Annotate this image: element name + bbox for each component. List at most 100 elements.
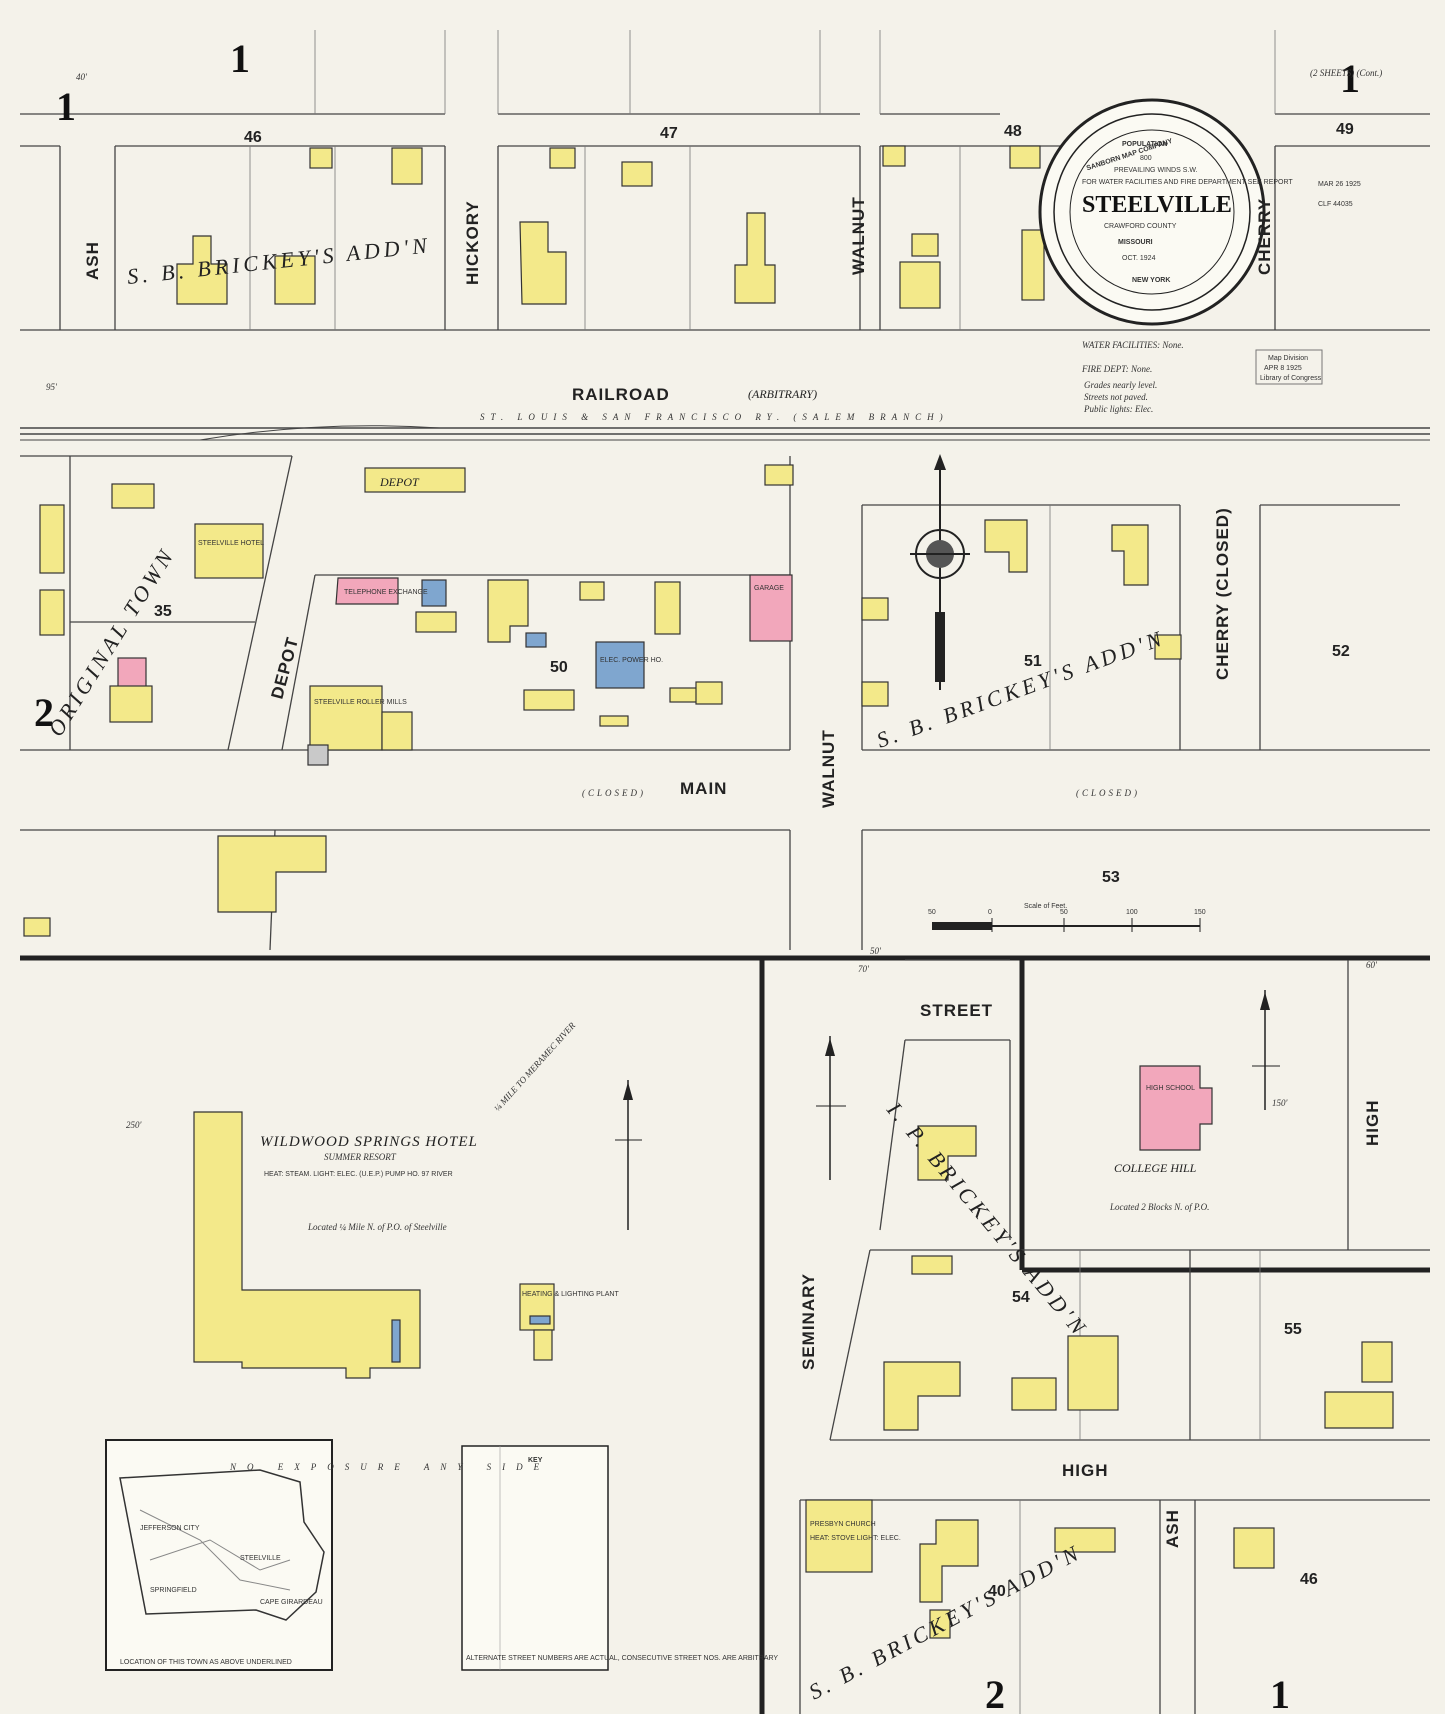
auto-garage [1154, 634, 1182, 660]
dimension-labels: 40' 50' 60' 70' 95' 250' 150' [46, 72, 1378, 1130]
sheet-ref-left: 2 [34, 690, 54, 735]
block-48: 48 [1004, 123, 1022, 140]
key-text: KEY ALTERNATE STREET NUMBERS ARE ACTUAL,… [466, 1457, 778, 1662]
cartouche-population: 800 [1140, 155, 1152, 162]
sheet-number-top-right: 1 [1340, 56, 1360, 101]
addition-lower: I. P. BRICKEY'S ADD'N [882, 1096, 1094, 1342]
street-walnut-mid: WALNUT [819, 729, 838, 808]
north-arrow-seminary [816, 1036, 846, 1180]
dim-50: 50' [870, 946, 882, 956]
street-cherry-closed: CHERRY (CLOSED) [1213, 507, 1232, 680]
dwelling [621, 161, 653, 187]
high-school [1139, 1065, 1213, 1151]
inset-city-cape: CAPE GIRARDEAU [260, 1599, 323, 1606]
label-presbyn-church: PRESBYN CHURCH [810, 1521, 876, 1528]
note-streets: Streets not paved. [1084, 392, 1148, 402]
railway-name: ST. LOUIS & SAN FRANCISCO RY. (SALEM BRA… [480, 412, 949, 422]
label-elec-power-house: ELEC. POWER HO. [600, 657, 663, 664]
outbuilding [911, 233, 939, 257]
brick-building [117, 657, 147, 689]
label-roller-mills: STEELVILLE ROLLER MILLS [314, 699, 407, 706]
gas-engine-house [654, 581, 681, 635]
label-depot: DEPOT [379, 475, 420, 489]
stone-section [529, 1315, 551, 1325]
scale-text: Scale of Feet. 50 0 50 100 150 [928, 903, 1206, 916]
middle-lot-lines [20, 455, 1430, 951]
note-water: WATER FACILITIES: None. [1082, 340, 1184, 350]
dim-250: 250' [126, 1120, 143, 1130]
outbuilding [929, 1609, 951, 1639]
label-wildwood-springs-hotel: WILDWOOD SPRINGS HOTEL [260, 1134, 478, 1150]
cartouche-date: OCT. 1924 [1122, 255, 1156, 262]
compass-rose [910, 454, 970, 690]
dwelling [487, 579, 529, 643]
inset-city-springfield: SPRINGFIELD [150, 1587, 197, 1594]
dwelling [176, 235, 228, 305]
sheet-number-top-left: 1 [56, 84, 76, 129]
label-mile-to-meramec: ¼ MILE TO MERAMEC RIVER [492, 1020, 577, 1113]
dwelling [1021, 229, 1045, 301]
scale-tick-2: 50 [1060, 909, 1068, 916]
block-49: 49 [1336, 121, 1354, 138]
auto-garage [861, 681, 889, 707]
dwelling [391, 147, 423, 185]
block-35: 35 [154, 603, 172, 620]
building [307, 744, 329, 766]
label-summer-resort: SUMMER RESORT [324, 1152, 397, 1162]
block-50: 50 [550, 659, 568, 676]
street-seminary: SEMINARY [799, 1273, 818, 1370]
note-fire-dept: FIRE DEPT: None. [1081, 364, 1152, 374]
label-college-hill-note: Located 2 Blocks N. of P.O. [1109, 1202, 1209, 1212]
north-arrow-wildwood [615, 1080, 642, 1230]
key-title: KEY [528, 1457, 543, 1464]
block-numbers: 46 47 48 49 35 50 51 52 53 54 55 40 46 [154, 121, 1354, 1600]
inset-city-steelville: STEELVILLE [240, 1555, 281, 1562]
building [217, 835, 327, 913]
stamp-library: Library of Congress [1260, 375, 1322, 382]
street-cherry-top: CHERRY [1255, 198, 1274, 275]
street-high-horizontal: HIGH [1062, 1461, 1109, 1480]
stamp-clf: CLF 44035 [1318, 201, 1353, 208]
sheet-note: (2 SHEETS) (Cont.) [1310, 68, 1382, 78]
oil-tank [599, 715, 629, 727]
steelville-roller-mills [309, 685, 383, 751]
street-walnut-top: WALNUT [849, 196, 868, 275]
cartouche-water-note: FOR WATER FACILITIES AND FIRE DEPARTMENT… [1082, 179, 1293, 186]
block-47: 47 [660, 125, 678, 142]
street-railroad: RAILROAD [572, 385, 670, 404]
label-college-hill: COLLEGE HILL [1114, 1161, 1197, 1175]
lower-lot-lines [799, 959, 1430, 1714]
cartouche-city: NEW YORK [1132, 277, 1170, 284]
inset-location-map [105, 1439, 333, 1671]
title-cartouche [1038, 98, 1266, 326]
note-grades: Grades nearly level. [1084, 380, 1157, 390]
dim-40: 40' [76, 72, 88, 82]
auto-garage [309, 147, 333, 169]
dwelling [1011, 1377, 1057, 1411]
railroad-tracks [20, 425, 1430, 441]
dwelling [1067, 1335, 1119, 1411]
telephone-exchange [335, 577, 399, 605]
auto-garage [549, 147, 576, 169]
block-53: 53 [1102, 869, 1120, 886]
north-arrow-college-hill [1252, 990, 1280, 1110]
building [23, 917, 51, 937]
block-sheet-number: 1 [230, 36, 250, 81]
building [1361, 1341, 1393, 1383]
section-dividers [20, 955, 1430, 1714]
block-46-bottom: 46 [1300, 1571, 1318, 1588]
scale-label: Scale of Feet. [1024, 903, 1067, 910]
railroad-arbitrary: (ARBITRARY) [748, 387, 817, 401]
cartouche-text: SANBORN MAP COMPANY POPULATION 800 PREVA… [1082, 138, 1293, 284]
dwelling [274, 255, 316, 305]
block-40: 40 [988, 1583, 1006, 1600]
dwelling [883, 1361, 961, 1431]
sheet-numbers: 1 1 1 (2 SHEETS) (Cont.) 2 2 1 [34, 36, 1382, 1714]
dim-95: 95' [46, 382, 58, 392]
scale-tick-1: 0 [988, 909, 992, 916]
label-church-note: HEAT: STOVE LIGHT: ELEC. [810, 1535, 901, 1542]
label-high-school: HIGH SCHOOL [1146, 1085, 1195, 1092]
block-51: 51 [1024, 653, 1042, 670]
dwelling [1054, 1527, 1116, 1553]
